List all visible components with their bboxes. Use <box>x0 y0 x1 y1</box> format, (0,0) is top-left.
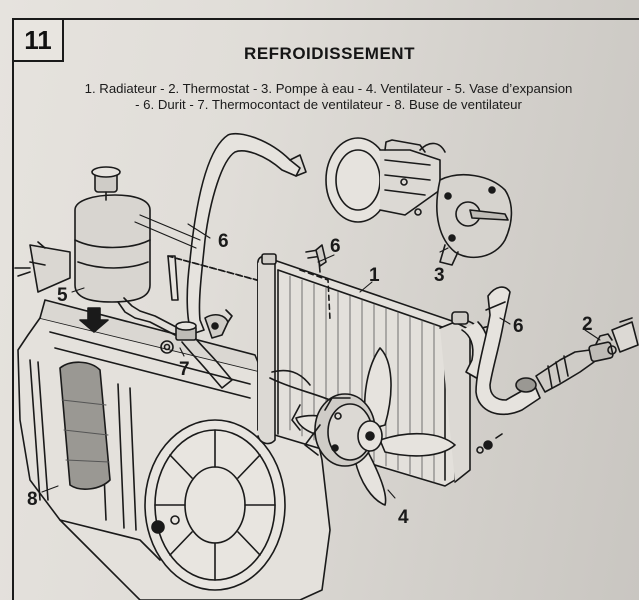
assembly-arrow-icon <box>79 307 109 333</box>
hose-upper-drawing <box>181 133 307 389</box>
section-number-box: 11 <box>12 18 64 62</box>
legend-line-2: - 6. Durit - 7. Thermocontact de ventila… <box>135 97 522 112</box>
fan-drawing <box>269 347 456 506</box>
frame-rule-left <box>12 62 14 600</box>
expansion-tank-drawing <box>14 166 179 336</box>
callout-hose-mid: 6 <box>330 236 341 257</box>
callout-hose-upper: 6 <box>218 231 229 252</box>
legend-line-1: 1. Radiateur - 2. Thermostat - 3. Pompe … <box>84 81 573 96</box>
water-pump-drawing <box>325 137 513 266</box>
page-title: REFROIDISSEMENT <box>244 44 415 63</box>
callout-hose-right: 6 <box>513 316 524 337</box>
callout-fan-shroud: 8 <box>27 489 38 510</box>
callout-radiator: 1 <box>369 265 380 286</box>
callout-fan: 4 <box>398 507 409 528</box>
callout-fan-switch: 7 <box>179 359 190 380</box>
hose-right-drawing <box>475 286 541 416</box>
callout-thermostat: 2 <box>582 314 593 335</box>
callout-expansion-tank: 5 <box>57 285 68 306</box>
fan-switch-drawing <box>160 309 233 354</box>
callout-water-pump: 3 <box>434 265 445 286</box>
frame-rule-top <box>64 18 639 20</box>
thermostat-drawing <box>515 317 639 393</box>
